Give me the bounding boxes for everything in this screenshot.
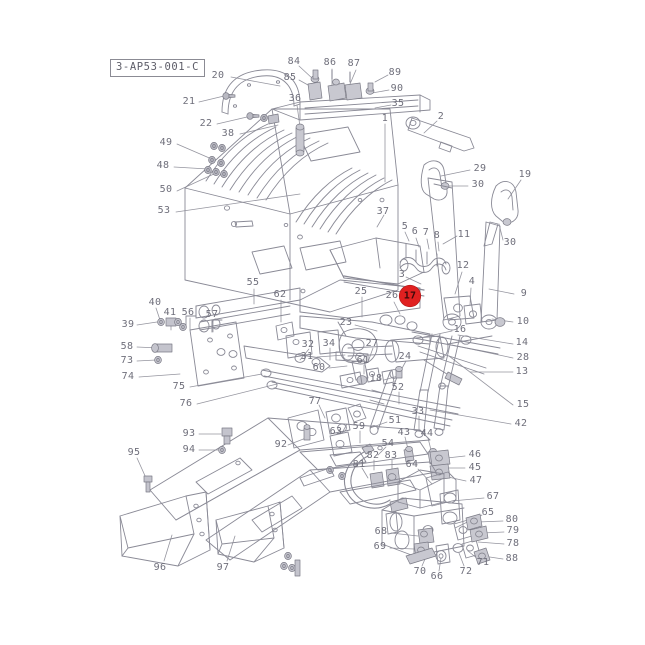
part-callout-25[interactable]: 25 — [354, 286, 368, 297]
part-callout-23[interactable]: 23 — [339, 317, 353, 328]
part-callout-55[interactable]: 55 — [246, 277, 260, 288]
part-callout-43[interactable]: 43 — [397, 427, 411, 438]
part-callout-42[interactable]: 42 — [514, 418, 528, 429]
part-callout-97[interactable]: 97 — [216, 562, 230, 573]
part-callout-96[interactable]: 96 — [153, 562, 167, 573]
part-callout-30[interactable]: 30 — [503, 237, 517, 248]
part-callout-38[interactable]: 38 — [221, 128, 235, 139]
part-callout-51[interactable]: 51 — [388, 415, 402, 426]
part-callout-10[interactable]: 10 — [516, 316, 530, 327]
part-callout-73[interactable]: 73 — [120, 355, 134, 366]
part-callout-94[interactable]: 94 — [182, 444, 196, 455]
part-callout-2[interactable]: 2 — [437, 111, 445, 122]
part-callout-63[interactable]: 63 — [329, 426, 343, 437]
part-callout-34[interactable]: 34 — [322, 338, 336, 349]
part-callout-18[interactable]: 18 — [369, 373, 383, 384]
part-callout-20[interactable]: 20 — [211, 70, 225, 81]
part-callout-83[interactable]: 83 — [384, 450, 398, 461]
part-callout-49[interactable]: 49 — [159, 137, 173, 148]
part-callout-9[interactable]: 9 — [520, 288, 528, 299]
part-callout-60[interactable]: 60 — [312, 362, 326, 373]
part-callout-93[interactable]: 93 — [182, 428, 196, 439]
part-callout-19[interactable]: 19 — [518, 169, 532, 180]
part-callout-76[interactable]: 76 — [179, 398, 193, 409]
part-callout-11[interactable]: 11 — [457, 229, 471, 240]
part-callout-68[interactable]: 68 — [374, 526, 388, 537]
part-callout-69[interactable]: 69 — [373, 541, 387, 552]
part-callout-48[interactable]: 48 — [156, 160, 170, 171]
part-callout-85[interactable]: 85 — [283, 72, 297, 83]
part-callout-90[interactable]: 90 — [390, 83, 404, 94]
part-callout-71[interactable]: 71 — [476, 557, 490, 568]
part-callout-12[interactable]: 12 — [456, 260, 470, 271]
part-callout-16[interactable]: 16 — [453, 324, 467, 335]
part-callout-6[interactable]: 6 — [411, 226, 419, 237]
part-callout-15[interactable]: 15 — [516, 399, 530, 410]
part-callout-33[interactable]: 33 — [411, 406, 425, 417]
part-callout-4[interactable]: 4 — [468, 276, 476, 287]
part-callout-40[interactable]: 40 — [148, 297, 162, 308]
part-callout-72[interactable]: 72 — [459, 566, 473, 577]
part-callout-84[interactable]: 84 — [287, 56, 301, 67]
diagram-title-box: 3-AP53-001-C — [110, 59, 206, 78]
part-callout-5[interactable]: 5 — [401, 221, 409, 232]
part-callout-66[interactable]: 66 — [430, 571, 444, 582]
part-callout-41[interactable]: 41 — [163, 307, 177, 318]
part-callout-52[interactable]: 52 — [391, 382, 405, 393]
part-callout-74[interactable]: 74 — [121, 371, 135, 382]
part-callout-35[interactable]: 35 — [391, 98, 405, 109]
part-callout-79[interactable]: 79 — [506, 525, 520, 536]
part-callout-27[interactable]: 27 — [365, 338, 379, 349]
part-callout-59[interactable]: 59 — [352, 421, 366, 432]
part-callout-39[interactable]: 39 — [121, 319, 135, 330]
part-callout-26[interactable]: 26 — [385, 290, 399, 301]
part-callout-3[interactable]: 3 — [398, 269, 406, 280]
part-callout-77[interactable]: 77 — [308, 396, 322, 407]
part-callout-54[interactable]: 54 — [381, 438, 395, 449]
part-callout-31[interactable]: 31 — [300, 351, 314, 362]
part-callout-88[interactable]: 88 — [505, 553, 519, 564]
part-callout-70[interactable]: 70 — [413, 566, 427, 577]
highlighted-part-marker[interactable]: 17 — [399, 285, 421, 307]
part-callout-44[interactable]: 44 — [420, 428, 434, 439]
part-callout-30[interactable]: 30 — [471, 179, 485, 190]
part-callout-87[interactable]: 87 — [347, 58, 361, 69]
part-callout-47[interactable]: 47 — [469, 475, 483, 486]
part-callout-86[interactable]: 86 — [323, 57, 337, 68]
part-callout-75[interactable]: 75 — [172, 381, 186, 392]
part-callout-50[interactable]: 50 — [159, 184, 173, 195]
part-callout-92[interactable]: 92 — [274, 439, 288, 450]
part-callout-28[interactable]: 28 — [516, 352, 530, 363]
part-callout-56[interactable]: 56 — [181, 307, 195, 318]
part-callout-45[interactable]: 45 — [468, 462, 482, 473]
part-callout-62[interactable]: 62 — [273, 289, 287, 300]
part-callout-36[interactable]: 36 — [288, 93, 302, 104]
part-callout-61[interactable]: 61 — [356, 355, 370, 366]
part-callout-67[interactable]: 67 — [486, 491, 500, 502]
part-callout-22[interactable]: 22 — [199, 118, 213, 129]
part-callout-13[interactable]: 13 — [515, 366, 529, 377]
part-callout-81[interactable]: 81 — [352, 459, 366, 470]
part-callout-14[interactable]: 14 — [515, 337, 529, 348]
part-callout-82[interactable]: 82 — [366, 450, 380, 461]
part-callout-78[interactable]: 78 — [506, 538, 520, 549]
part-callout-65[interactable]: 65 — [481, 507, 495, 518]
part-callout-1[interactable]: 1 — [381, 113, 389, 124]
part-callout-89[interactable]: 89 — [388, 67, 402, 78]
part-callout-24[interactable]: 24 — [398, 351, 412, 362]
part-callout-64[interactable]: 64 — [405, 459, 419, 470]
part-callout-95[interactable]: 95 — [127, 447, 141, 458]
part-callout-53[interactable]: 53 — [157, 205, 171, 216]
part-callout-57[interactable]: 57 — [205, 309, 219, 320]
part-callout-32[interactable]: 32 — [301, 339, 315, 350]
part-callout-8[interactable]: 8 — [433, 230, 441, 241]
part-callout-7[interactable]: 7 — [422, 227, 430, 238]
part-callout-37[interactable]: 37 — [376, 206, 390, 217]
part-callout-29[interactable]: 29 — [473, 163, 487, 174]
part-callout-80[interactable]: 80 — [505, 514, 519, 525]
part-callout-58[interactable]: 58 — [120, 341, 134, 352]
part-callout-21[interactable]: 21 — [182, 96, 196, 107]
part-callout-46[interactable]: 46 — [468, 449, 482, 460]
